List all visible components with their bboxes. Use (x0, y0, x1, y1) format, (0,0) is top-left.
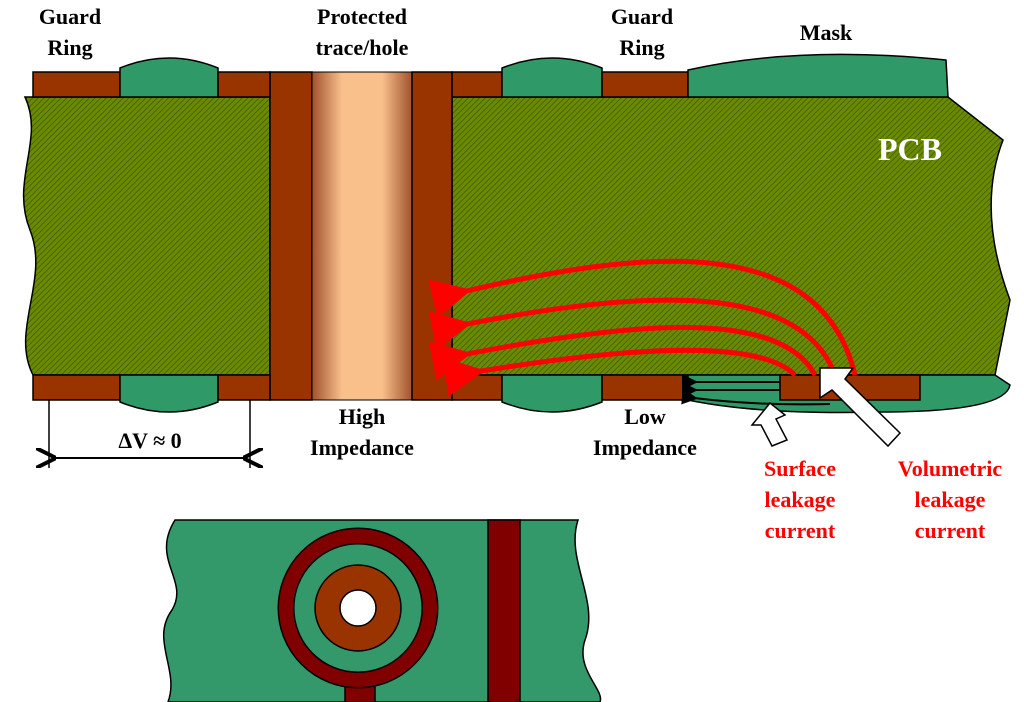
surface-leakage-pointer-arrow (750, 401, 789, 447)
via-copper-right (411, 71, 453, 401)
label-volumetric-leakage-2: leakage (915, 487, 986, 512)
volumetric-leakage-arrows (428, 258, 858, 397)
guard-ring-top-left (32, 71, 121, 98)
mask-top-left (119, 57, 219, 98)
label-mask: Mask (800, 20, 853, 45)
trace-pad-top-left (217, 71, 271, 98)
pcb-substrate-left (22, 96, 271, 376)
label-guard-ring-right-2: Ring (619, 35, 664, 60)
label-guard-ring-left-2: Ring (47, 35, 92, 60)
mask-bottom-left (119, 374, 219, 413)
guard-ring-bottom-left (32, 374, 121, 401)
trace-pad-bottom-left (217, 374, 271, 401)
top-view-via-hole (339, 589, 377, 627)
trace-pad-bottom-right (451, 374, 503, 401)
label-protected-2: trace/hole (316, 35, 409, 60)
label-guard-ring-right-1: Guard (611, 4, 673, 29)
label-low-impedance-2: Impedance (593, 435, 697, 460)
label-surface-leakage-2: leakage (765, 487, 836, 512)
label-high-impedance-1: High (339, 404, 385, 429)
mask-bottom-right (501, 374, 603, 413)
label-pcb: PCB (878, 131, 942, 167)
label-volumetric-leakage-1: Volumetric (898, 456, 1003, 481)
label-guard-ring-left-1: Guard (39, 4, 101, 29)
label-surface-leakage-3: current (765, 518, 836, 543)
label-low-impedance-1: Low (624, 404, 666, 429)
guard-ring-top-right (601, 71, 689, 98)
label-surface-leakage-1: Surface (764, 456, 836, 481)
label-delta-v: ΔV ≈ 0 (118, 428, 181, 453)
via-hole (311, 71, 413, 401)
label-protected-1: Protected (317, 4, 407, 29)
label-high-impedance-2: Impedance (310, 435, 414, 460)
mask-top-large (687, 53, 949, 98)
label-volumetric-leakage-3: current (915, 518, 986, 543)
mask-top-right (501, 57, 603, 98)
top-view-guard-ring-fill (279, 529, 437, 687)
guard-ring-bottom-right (601, 374, 689, 401)
volumetric-leakage-pointer-arrow (819, 367, 902, 448)
top-view-trace-vertical (487, 519, 521, 702)
trace-pad-top-right (451, 71, 503, 98)
via-copper-left (269, 71, 313, 401)
surface-leakage-arrows (681, 374, 831, 406)
